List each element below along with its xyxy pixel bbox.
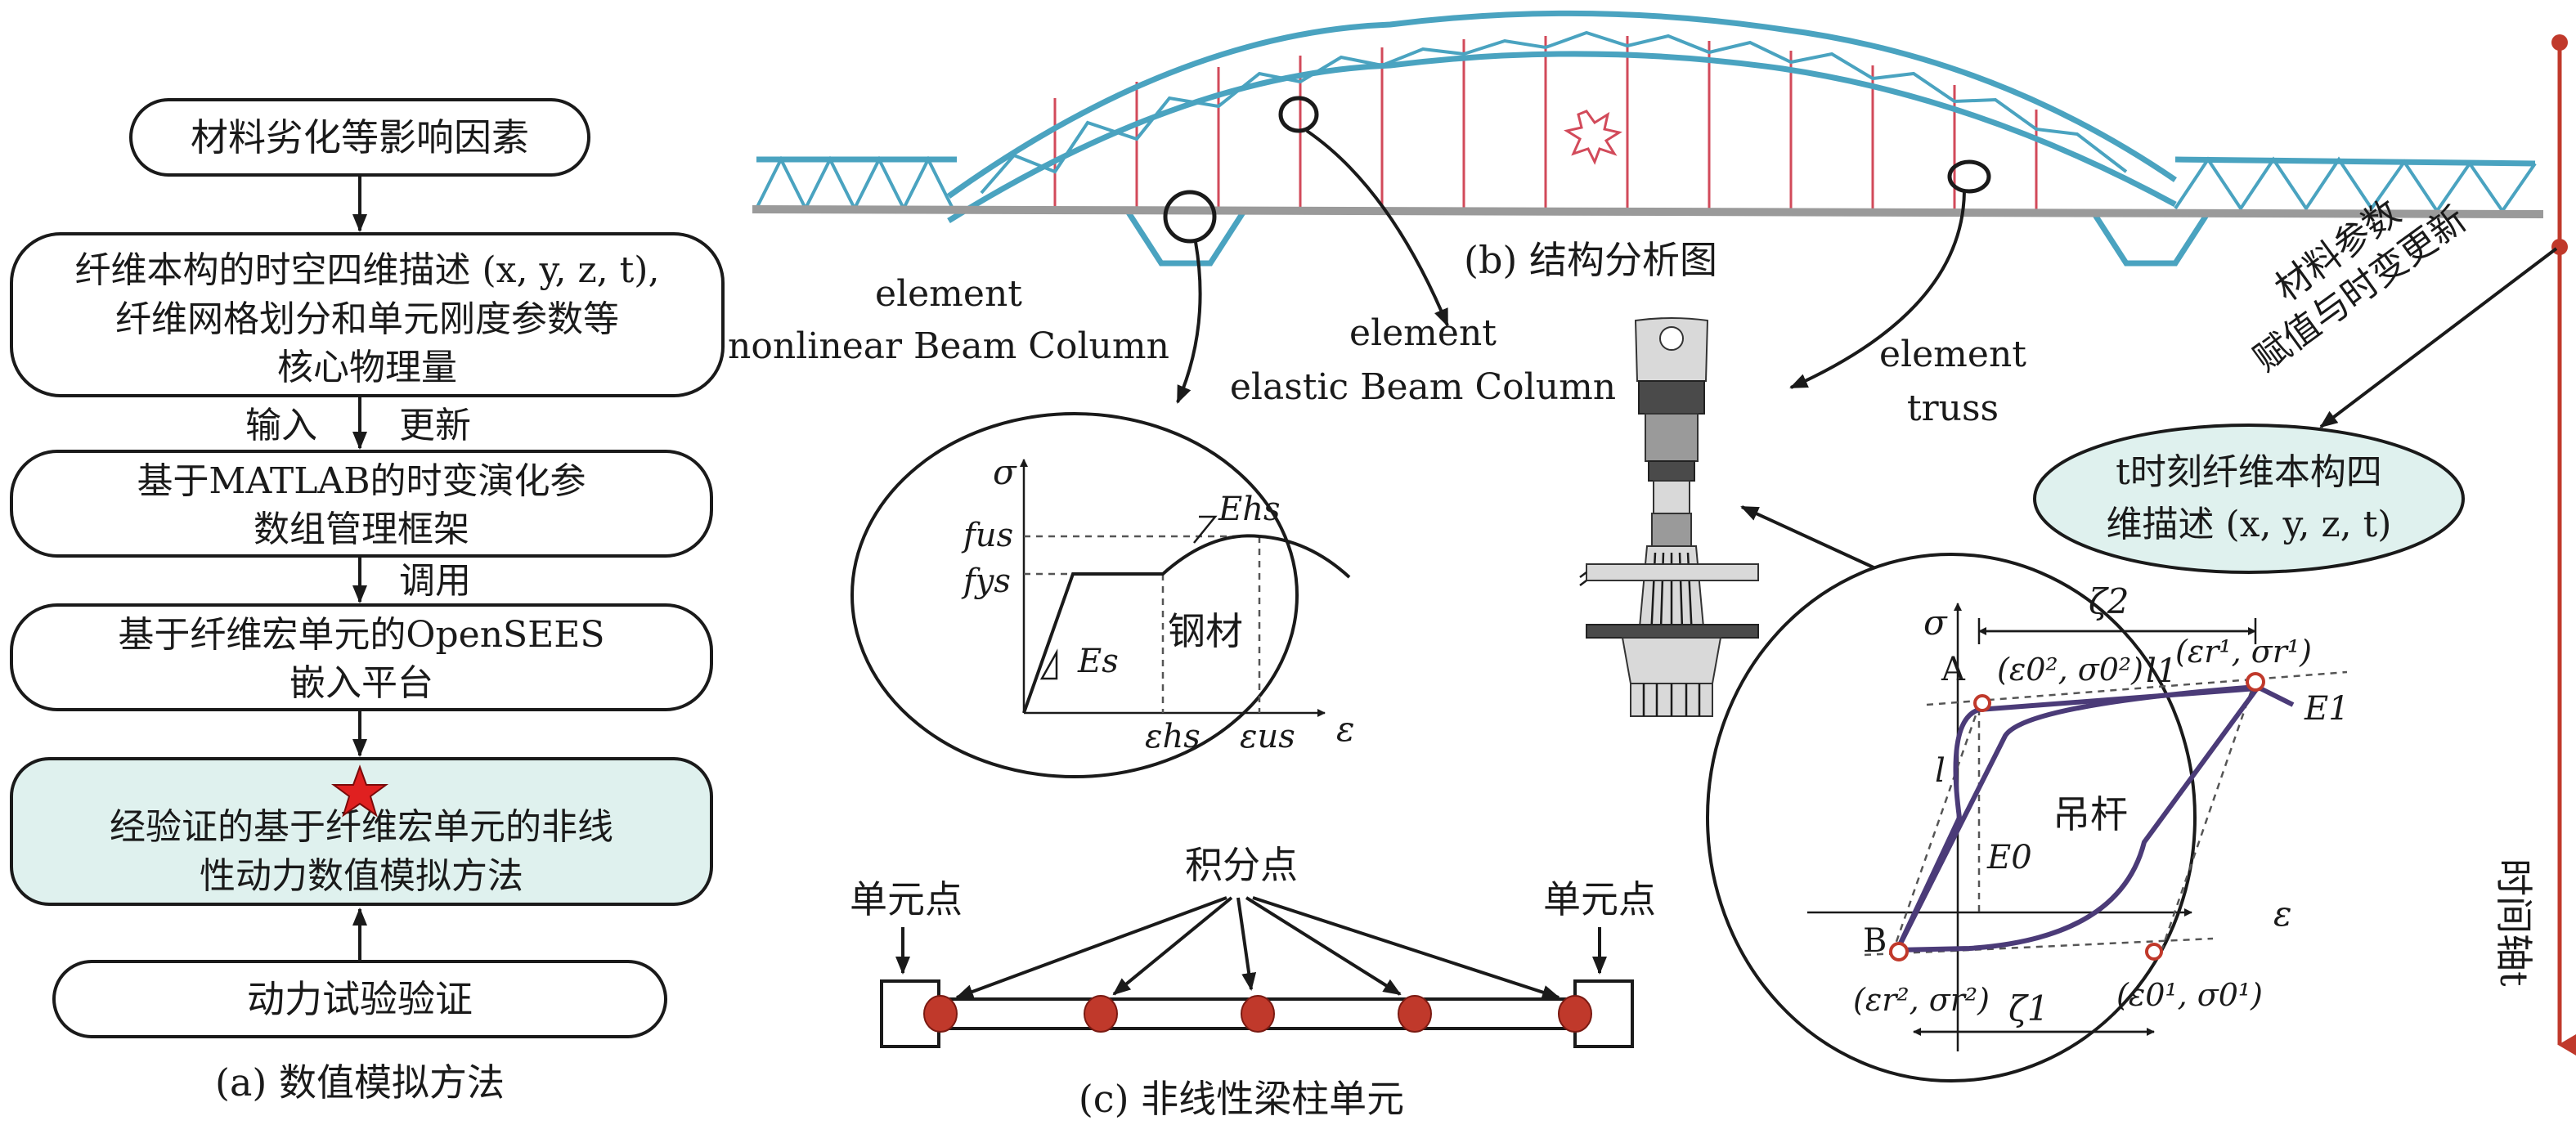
flow-box-fiber-description-line1: 纤维本构的时空四维描述 (x, y, z, t), (75, 249, 660, 291)
flow-box-fiber-description-line3: 核心物理量 (277, 347, 457, 388)
steel-material-label: 钢材 (1168, 609, 1243, 653)
arrow-material-update (2319, 247, 2558, 428)
callout-circle-nonlinear (1163, 190, 1217, 244)
integration-point-5 (1558, 995, 1592, 1033)
time-fiber-description-line2: 维描述 (x, y, z, t) (2107, 504, 2392, 545)
hanger-e0-label: E0 (1986, 839, 2032, 876)
hanger-component-drawing (1579, 317, 1759, 717)
arrow-elastic-to-component (1305, 129, 1449, 327)
label-nonlinear-beam-line2: nonlinear Beam Column (728, 325, 1169, 367)
hanger-material-label: 吊杆 (2053, 792, 2128, 836)
steel-sigma-label: σ (993, 452, 1017, 492)
hanger-point-01-coord: (ε0¹, σ0¹) (2116, 977, 2263, 1013)
hanger-l-label: l (1935, 752, 1945, 790)
flow-box-verified-method (10, 757, 713, 906)
flow-label-input: 输入 (245, 405, 317, 446)
time-fiber-description-line1: t时刻纤维本构四 (2116, 451, 2382, 493)
panel-c-beam-column: 积分点 单元点 单元点 (c) 非线性梁柱单元 (850, 843, 1656, 1121)
panel-b-caption: (b) 结构分析图 (1464, 238, 1717, 282)
label-elastic-beam-line1: element (1349, 312, 1497, 354)
time-axis-label: 时间轴t (2492, 858, 2536, 987)
hanger-zeta2-label: ζ2 (2089, 581, 2129, 621)
steel-fus-label: fus (961, 517, 1013, 554)
integration-point-3 (1241, 995, 1275, 1033)
hanger-point-a-label: A (1941, 651, 1966, 688)
hanger-l1-label: l1 (2146, 652, 2177, 690)
explosion-icon (1564, 110, 1622, 165)
steel-epsilon-label: ε (1336, 709, 1355, 749)
steel-eps-us-label: εus (1240, 718, 1295, 755)
steel-stress-strain-curve (1022, 534, 1351, 714)
steel-constitutive-chart: σ ε fus fys Ehs Es εhs εus 钢材 (850, 412, 1355, 778)
label-nonlinear-beam-line1: element (875, 273, 1022, 315)
integration-point-1 (923, 995, 958, 1033)
hanger-point-b-label: B (1863, 922, 1887, 960)
hanger-point-a (1973, 694, 1991, 712)
steel-eps-hs-label: εhs (1145, 718, 1200, 755)
flow-box-matlab-line1: 基于MATLAB的时变演化参 (137, 460, 586, 502)
label-elastic-beam-line2: elastic Beam Column (1230, 366, 1616, 408)
arrow-truss-to-component (1789, 190, 1966, 389)
hanger-epsilon-label: ε (2273, 894, 2292, 934)
hanger-point-a-coord: (ε0², σ0²) (1997, 652, 2143, 688)
flow-label-update: 更新 (399, 405, 471, 446)
bridge-illustration (752, 10, 2544, 267)
hanger-point-r2-coord: (εr², σr²) (1853, 982, 1990, 1018)
hanger-point-01 (2145, 943, 2163, 961)
hanger-hysteresis-curve (1895, 685, 2263, 952)
integration-point-2 (1084, 995, 1118, 1033)
node-label-left: 单元点 (850, 877, 963, 921)
flow-label-call: 调用 (399, 560, 471, 602)
flow-box-opensees-line1: 基于纤维宏单元的OpenSEES (118, 614, 604, 656)
flow-box-opensees-line2: 嵌入平台 (289, 662, 433, 704)
steel-ehs-label: Ehs (1218, 491, 1281, 528)
hanger-e1-label: E1 (2304, 690, 2349, 728)
flow-box-fiber-description (10, 232, 725, 397)
flow-box-dynamic-test (52, 960, 667, 1038)
integration-points-label: 积分点 (1185, 843, 1298, 887)
hanger-point-r1-coord: (εr¹, σr¹) (2175, 634, 2312, 670)
label-truss-line1: element (1879, 334, 2026, 375)
hanger-zeta1-label: ζ1 (2008, 988, 2049, 1029)
star-icon (330, 764, 389, 818)
time-fiber-description-box (2033, 424, 2465, 574)
bridge-hangers (1053, 36, 2038, 213)
flow-box-fiber-description-line2: 纤维网格划分和单元刚度参数等 (115, 298, 619, 340)
steel-fys-label: fys (961, 562, 1011, 600)
flow-box-factors-text: 材料劣化等影响因素 (191, 115, 529, 159)
hanger-point-b (1889, 942, 1909, 961)
panel-c-caption: (c) 非线性梁柱单元 (1079, 1077, 1404, 1121)
hanger-point-r1 (2246, 672, 2265, 692)
flow-box-matlab-line2: 数组管理框架 (254, 509, 469, 550)
flow-box-dynamic-test-text: 动力试验验证 (247, 977, 473, 1021)
hanger-hysteresis-chart: σ ε ζ2 ζ1 A B (ε0², σ0²) (εr¹, σr¹) (εr²… (1706, 553, 2349, 1082)
callout-circle-truss (1947, 159, 1991, 194)
node-label-right: 单元点 (1543, 877, 1656, 921)
panel-a-caption: (a) 数值模拟方法 (215, 1060, 505, 1105)
arrow-nonlinear-to-chart (1176, 241, 1202, 404)
flow-box-verified-method-line1: 经验证的基于纤维宏单元的非线 (110, 806, 613, 848)
time-axis: 时间轴t (2492, 34, 2576, 1056)
callout-circle-elastic (1278, 96, 1319, 133)
flow-box-verified-method-line2: 性动力数值模拟方法 (200, 855, 523, 897)
steel-es-label: Es (1077, 643, 1119, 680)
hanger-sigma-label: σ (1923, 603, 1948, 643)
integration-point-4 (1398, 995, 1432, 1033)
panel-a-flowchart: 材料劣化等影响因素 纤维本构的时空四维描述 (x, y, z, t), 纤维网格… (10, 98, 725, 1105)
label-truss-line2: truss (1907, 388, 1999, 429)
